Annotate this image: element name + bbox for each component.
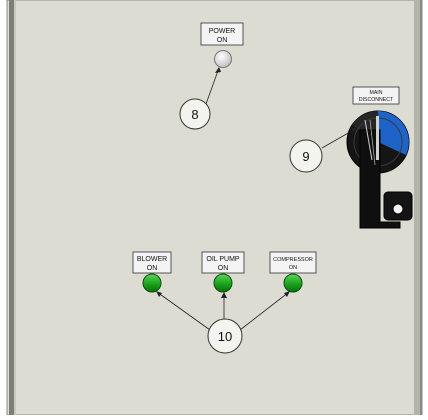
oil-pump-on-label-line2: ON xyxy=(218,265,229,272)
callout-10-leaders xyxy=(156,291,290,331)
main-disconnect-switch xyxy=(346,110,413,229)
power-on-label-line1: POWER xyxy=(209,28,235,35)
disconnect-handle xyxy=(359,129,401,229)
blower-on-label-line2: ON xyxy=(147,265,158,272)
blower-on-label: BLOWER ON xyxy=(132,251,172,274)
power-on-label: POWER ON xyxy=(200,22,244,46)
callout-9-leader xyxy=(321,127,358,149)
panel-left-edge xyxy=(9,0,14,415)
compressor-on-indicator-light xyxy=(283,273,303,293)
compressor-on-label-line2: ON xyxy=(289,265,297,271)
oil-pump-on-indicator-light xyxy=(213,273,233,293)
callout-10-number: 10 xyxy=(218,329,232,344)
power-on-indicator-light xyxy=(214,50,232,68)
lockout-hole xyxy=(392,203,404,215)
compressor-on-label-line1: COMPRESSOR xyxy=(273,257,313,263)
blower-on-label-line1: BLOWER xyxy=(137,256,167,263)
oil-pump-on-label-line1: OIL PUMP xyxy=(206,256,240,263)
main-disconnect-label-line2: DISCONNECT xyxy=(359,97,394,103)
panel-right-edge xyxy=(414,0,420,415)
callout-9-number: 9 xyxy=(302,149,309,164)
callout-8-number: 8 xyxy=(191,107,198,122)
power-on-label-line2: ON xyxy=(217,37,228,44)
compressor-on-label: COMPRESSOR ON xyxy=(269,251,317,274)
callout-8-circle xyxy=(179,98,211,130)
disconnect-blue-sector xyxy=(378,111,409,155)
callout-10-circle xyxy=(207,318,243,354)
callout-8-leader xyxy=(205,67,220,105)
oil-pump-on-label: OIL PUMP ON xyxy=(201,251,245,274)
blower-on-indicator-light xyxy=(142,273,162,293)
callout-9-circle xyxy=(289,139,323,173)
main-disconnect-label: MAIN DISCONNECT xyxy=(352,86,400,105)
main-disconnect-label-line1: MAIN xyxy=(370,90,383,96)
